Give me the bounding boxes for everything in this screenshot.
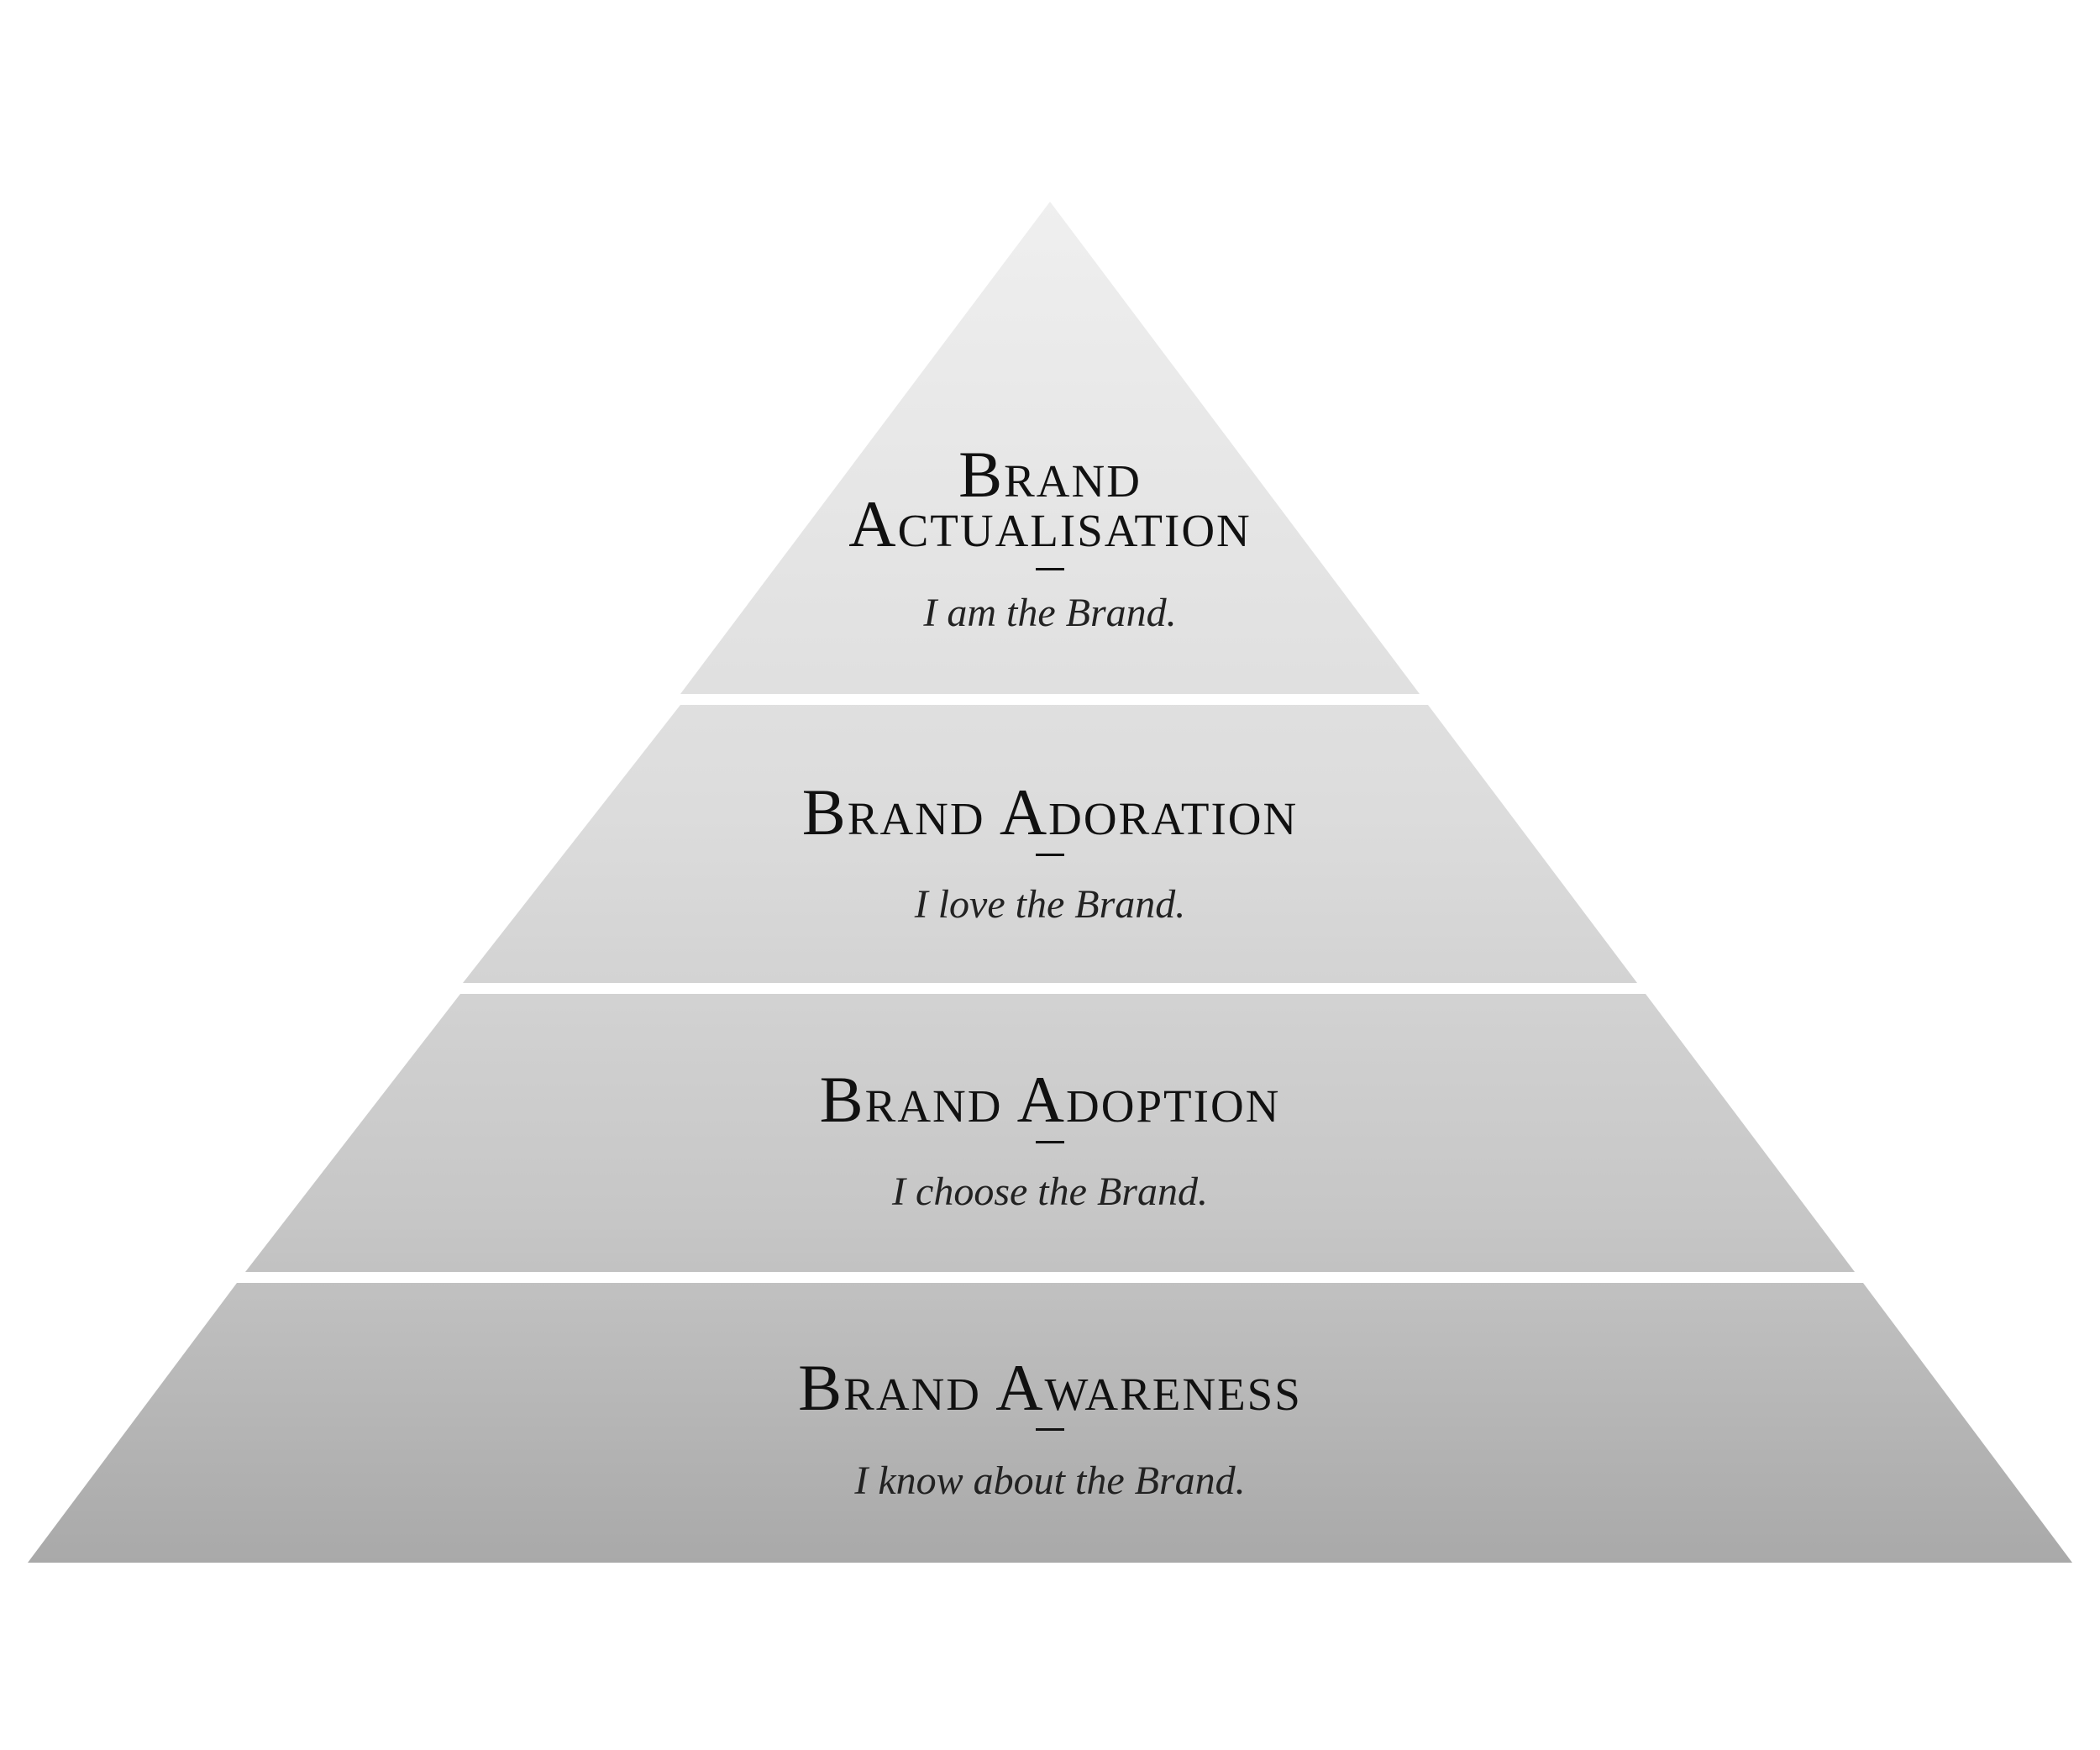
- level-title-adoption: Brand Adoption: [819, 1063, 1281, 1136]
- level-dash-awareness: [1036, 1428, 1064, 1431]
- pyramid-tier-adoration: [463, 705, 1637, 983]
- pyramid-tier-awareness: [28, 1283, 2072, 1563]
- level-title-awareness: Brand Awareness: [798, 1351, 1302, 1424]
- level-dash-actualisation: [1036, 568, 1064, 570]
- level-caption-adoption: I choose the Brand.: [892, 1169, 1208, 1214]
- level-caption-adoration: I love the Brand.: [914, 882, 1186, 927]
- level-caption-actualisation: I am the Brand.: [923, 591, 1177, 635]
- level-title-actualisation-line2: Actualisation: [848, 487, 1252, 560]
- level-caption-awareness: I know about the Brand.: [854, 1458, 1246, 1503]
- pyramid-tier-actualisation: [680, 202, 1420, 694]
- level-title-actualisation-line1: Brand: [958, 438, 1142, 511]
- level-title-adoration: Brand Adoration: [801, 775, 1299, 849]
- level-dash-adoption: [1036, 1141, 1064, 1143]
- level-dash-adoration: [1036, 854, 1064, 856]
- pyramid-tier-adoption: [245, 994, 1855, 1272]
